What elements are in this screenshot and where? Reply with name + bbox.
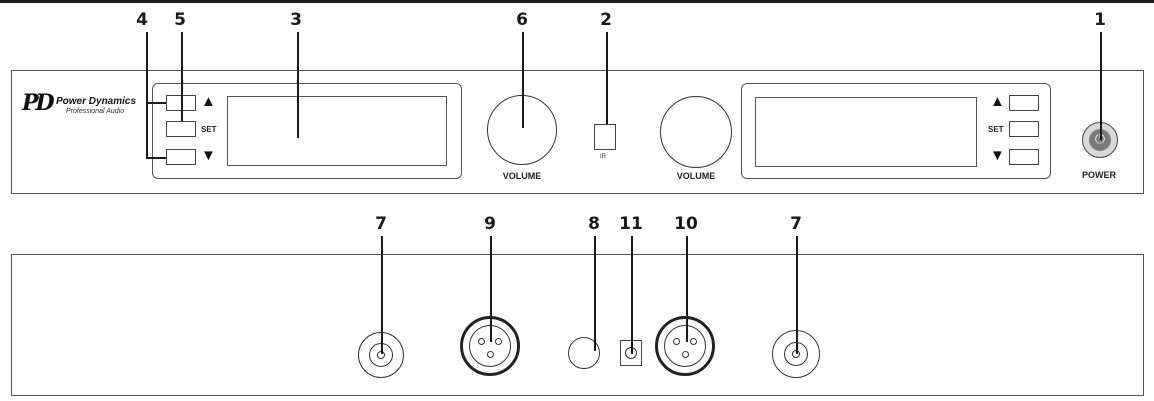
leader-line-7-right xyxy=(796,236,798,354)
left-set-label: SET xyxy=(201,125,217,134)
brand-name: Power Dynamics xyxy=(56,96,137,107)
right-set-label: SET xyxy=(988,125,1004,134)
left-down-button[interactable] xyxy=(166,149,196,165)
callout-7-right: 7 xyxy=(790,214,802,234)
xlr-pin-2 xyxy=(495,338,502,345)
top-rule xyxy=(0,0,1154,3)
leader-line-11 xyxy=(631,236,633,354)
callout-10: 10 xyxy=(674,214,698,234)
front-panel xyxy=(11,70,1144,194)
callout-6: 6 xyxy=(516,10,528,30)
brand-logo: PD xyxy=(22,90,55,116)
right-down-button[interactable] xyxy=(1009,149,1039,165)
leader-line-9 xyxy=(490,236,492,342)
up-arrow-icon: ▲ xyxy=(201,93,216,110)
power-icon: ⏻ xyxy=(1094,132,1106,147)
callout-5: 5 xyxy=(174,10,186,30)
xlr-outer-ring xyxy=(655,316,715,376)
left-display-frame xyxy=(152,83,462,179)
ir-sensor-window xyxy=(594,124,616,150)
right-volume-knob[interactable] xyxy=(660,96,732,168)
leader-line-4-down xyxy=(146,157,166,159)
leader-line-5 xyxy=(181,32,183,121)
leader-line-6 xyxy=(522,32,524,128)
ir-label: IR xyxy=(600,154,606,160)
callout-11: 11 xyxy=(619,214,643,234)
leader-line-2 xyxy=(606,32,608,124)
callout-2: 2 xyxy=(600,10,612,30)
xlr-pin-3 xyxy=(487,351,494,358)
leader-line-1 xyxy=(1100,32,1102,140)
callout-9: 9 xyxy=(484,214,496,234)
leader-line-10 xyxy=(686,236,688,342)
callout-3: 3 xyxy=(290,10,302,30)
leader-line-4 xyxy=(146,32,148,158)
rear-panel xyxy=(11,254,1144,396)
leader-line-4-up xyxy=(146,102,166,104)
callout-7-left: 7 xyxy=(375,214,387,234)
brand-tagline: Professional Audio xyxy=(66,108,125,115)
leader-line-3 xyxy=(297,32,299,138)
down-arrow-icon: ▼ xyxy=(990,147,1005,164)
callout-4: 4 xyxy=(136,10,148,30)
xlr-inner-ring xyxy=(664,325,706,367)
xlr-pin-3 xyxy=(682,351,689,358)
callout-1: 1 xyxy=(1094,10,1106,30)
right-set-button[interactable] xyxy=(1009,121,1039,137)
up-arrow-icon: ▲ xyxy=(990,93,1005,110)
right-lcd-screen xyxy=(755,97,977,167)
leader-line-7-left xyxy=(381,236,383,354)
leader-line-8 xyxy=(594,236,596,351)
right-volume-label: VOLUME xyxy=(676,171,716,181)
left-volume-label: VOLUME xyxy=(502,171,542,181)
power-inner-ring xyxy=(1089,129,1111,151)
callout-8: 8 xyxy=(588,214,600,234)
down-arrow-icon: ▼ xyxy=(201,147,216,164)
audio-jack-8[interactable] xyxy=(568,337,600,369)
xlr-pin-1 xyxy=(673,338,680,345)
power-label: POWER xyxy=(1081,170,1117,180)
xlr-pin-2 xyxy=(690,338,697,345)
right-display-frame xyxy=(741,83,1051,179)
xlr-pin-1 xyxy=(478,338,485,345)
left-set-button[interactable] xyxy=(166,121,196,137)
right-up-button[interactable] xyxy=(1009,95,1039,111)
left-lcd-screen xyxy=(227,96,447,166)
